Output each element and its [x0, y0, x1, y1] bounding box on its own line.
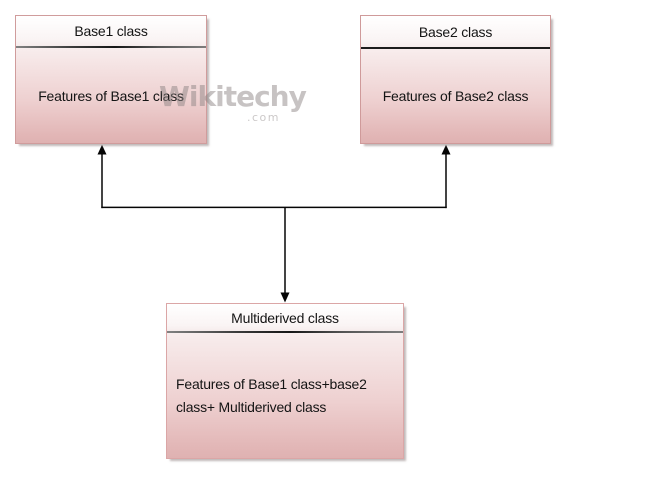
class-box-base2-body: Features of Base2 class [361, 49, 550, 143]
class-box-multiderived: Multiderived class Features of Base1 cla… [166, 303, 404, 459]
class-box-base1-body: Features of Base1 class [16, 48, 206, 143]
class-box-base2-title: Base2 class [361, 16, 550, 47]
class-title-text: Base1 class [74, 23, 148, 39]
class-features-text-line1: Features of Base1 class+base2 [176, 375, 367, 392]
class-box-multiderived-body: Features of Base1 class+base2 class+ Mul… [167, 333, 403, 458]
watermark-domain-text: .com [247, 111, 280, 124]
arrowhead-to-base1 [97, 144, 107, 155]
class-title-text: Base2 class [418, 23, 493, 40]
class-box-divider [361, 47, 550, 49]
class-box-base1: Base1 class Features of Base1 class [15, 15, 207, 144]
class-box-base1-title: Base1 class [16, 16, 206, 46]
class-box-multiderived-title: Multiderived class [167, 304, 403, 331]
class-box-base2: Base2 class Features of Base2 class [360, 15, 551, 144]
class-box-divider [167, 331, 403, 333]
class-box-divider [16, 46, 206, 48]
arrowhead-to-multiderived [280, 292, 290, 303]
class-features-text-line2: class+ Multiderived class [176, 398, 327, 415]
class-features-text: Features of Base2 class [382, 88, 529, 104]
class-title-text: Multiderived class [231, 309, 339, 326]
arrowhead-to-base2 [441, 144, 451, 155]
class-features-text: Features of Base1 class [38, 87, 184, 104]
